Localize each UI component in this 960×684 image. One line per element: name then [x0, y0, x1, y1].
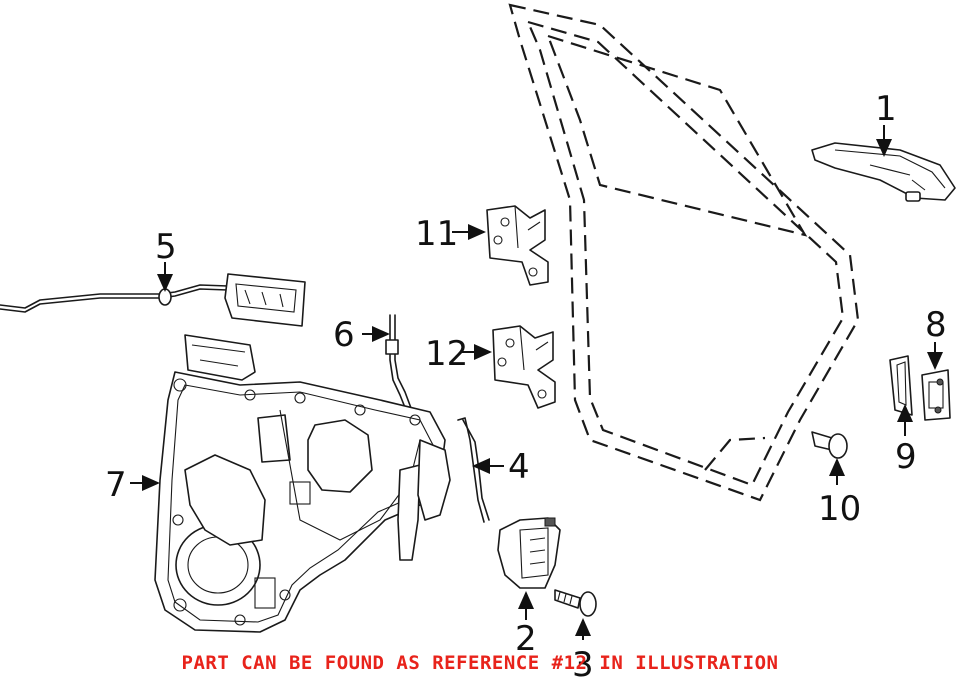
door-outline — [508, 3, 860, 502]
callout-10: 10 — [818, 489, 861, 529]
part-1-outside-handle[interactable] — [811, 142, 956, 202]
callout-6: 6 — [333, 315, 355, 355]
part-12-lower-hinge[interactable] — [492, 325, 556, 409]
callout-12: 12 — [425, 334, 468, 374]
part-3-screw[interactable] — [554, 589, 597, 617]
part-7-regulator-panel[interactable] — [154, 334, 451, 633]
callout-5: 5 — [155, 227, 177, 267]
part-10-pin[interactable] — [811, 431, 848, 459]
part-11-upper-hinge[interactable] — [486, 205, 549, 286]
callout-11: 11 — [415, 214, 458, 254]
part-8-striker[interactable] — [921, 369, 951, 421]
callout-7: 7 — [105, 465, 127, 505]
callout-2: 2 — [515, 619, 537, 659]
callout-1: 1 — [875, 89, 897, 129]
part-2-latch[interactable] — [497, 517, 561, 589]
callout-9: 9 — [895, 437, 917, 477]
leader-arrows — [130, 125, 943, 640]
part-6-rod[interactable] — [385, 314, 415, 421]
part-9-bumper[interactable] — [889, 355, 913, 416]
callout-8: 8 — [925, 305, 947, 345]
callout-3: 3 — [572, 645, 594, 684]
reference-caption: PART CAN BE FOUND AS REFERENCE #12 IN IL… — [181, 652, 779, 674]
callout-4: 4 — [508, 447, 530, 487]
part-5-inside-handle[interactable] — [0, 273, 306, 327]
part-4-rod[interactable] — [457, 417, 490, 523]
